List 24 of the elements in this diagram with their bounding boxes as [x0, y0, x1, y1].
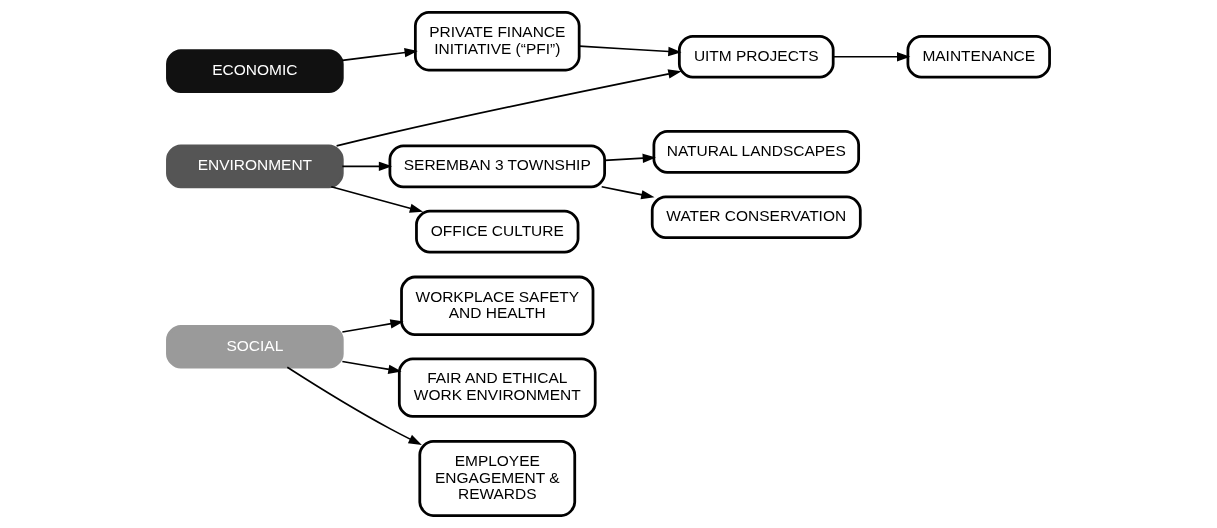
arrow	[286, 366, 422, 445]
node-box: FAIR AND ETHICAL WORK ENVIRONMENT	[397, 357, 597, 418]
arrow	[335, 69, 682, 147]
arrow	[330, 186, 424, 213]
arrow	[832, 52, 911, 62]
arrow	[341, 319, 404, 333]
node-box: ECONOMIC	[166, 49, 344, 93]
node-box: PRIVATE FINANCE INITIATIVE (“PFI”)	[413, 11, 581, 72]
node-box: WORKPLACE SAFETY AND HEALTH	[400, 275, 595, 336]
arrow	[341, 48, 418, 62]
node-box: SOCIAL	[166, 324, 344, 369]
node-box: SEREMBAN 3 TOWNSHIP	[388, 144, 606, 189]
node-box: EMPLOYEE ENGAGEMENT & REWARDS	[418, 440, 577, 517]
arrow	[603, 153, 656, 163]
arrow	[341, 161, 393, 171]
arrow	[341, 360, 402, 374]
arrow	[600, 186, 655, 200]
arrow	[578, 45, 682, 57]
node-box: ENVIRONMENT	[166, 144, 344, 189]
node-box: NATURAL LANDSCAPES	[652, 130, 861, 174]
node-box: MAINTENANCE	[906, 34, 1051, 79]
node-box: WATER CONSERVATION	[650, 195, 862, 240]
node-box: OFFICE CULTURE	[415, 209, 580, 254]
node-box: UITM PROJECTS	[677, 34, 835, 79]
